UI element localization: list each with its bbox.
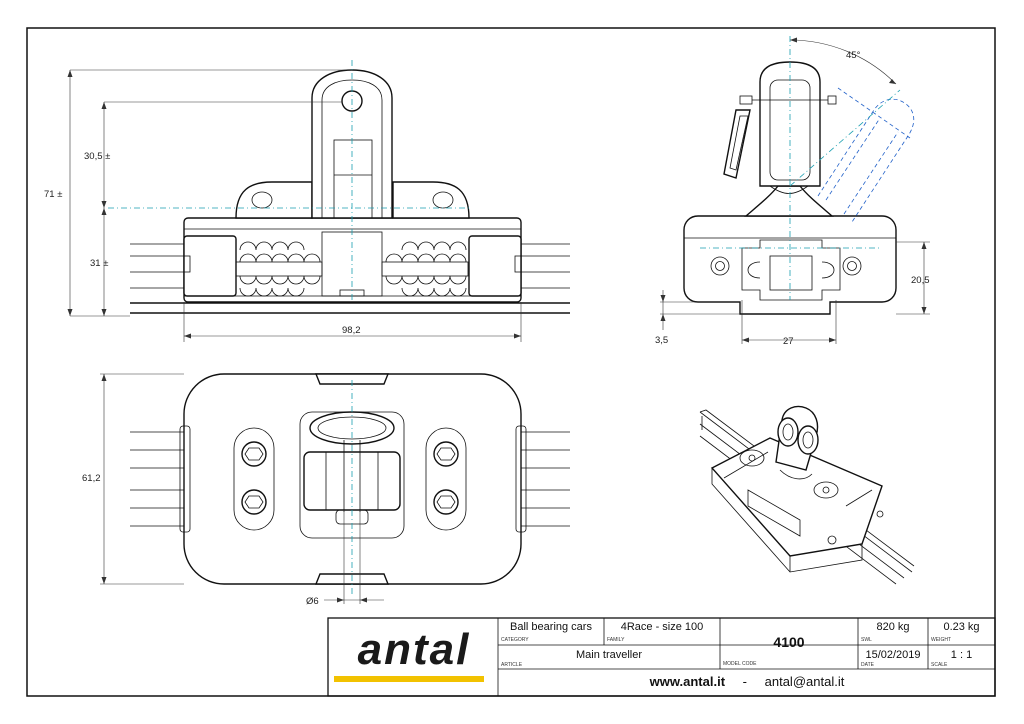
brand-underline xyxy=(334,676,484,682)
front-view xyxy=(67,60,570,342)
date-value: 15/02/2019 xyxy=(865,649,921,661)
email-link[interactable]: antal@antal.it xyxy=(764,674,845,689)
brand-logo: antal xyxy=(334,628,494,686)
side-tilted-hidden xyxy=(817,87,915,223)
front-dimensions xyxy=(67,69,522,342)
family-value: 4Race - size 100 xyxy=(620,621,704,633)
article-label: ARTICLE xyxy=(501,662,523,668)
scale-value: 1 : 1 xyxy=(950,649,973,661)
dim-height-total: 71 ± xyxy=(44,189,62,200)
category-label: CATEGORY xyxy=(501,637,529,643)
dim-height-pin: 30,5 ± xyxy=(84,151,110,162)
brand-wordmark: antal xyxy=(357,625,471,674)
contact-row: www.antal.it - antal@antal.it xyxy=(500,674,994,689)
dim-track-width: 27 xyxy=(783,336,794,347)
scale-label: SCALE xyxy=(931,662,948,668)
article-value: Main traveller xyxy=(575,649,643,661)
top-view xyxy=(100,373,570,604)
swl-label: SWL xyxy=(861,637,872,643)
sheet-border xyxy=(26,27,996,697)
top-screw-slot-right xyxy=(425,427,467,531)
dim-side-height: 20,5 xyxy=(911,275,930,286)
dim-width: 61,2 xyxy=(82,473,101,484)
front-ball-race-right xyxy=(381,241,469,297)
dim-height-car: 31 ± xyxy=(90,258,108,269)
dim-length: 98,2 xyxy=(342,325,361,336)
top-screw-slot-left xyxy=(233,427,275,531)
category-value: Ball bearing cars xyxy=(510,621,592,633)
dim-side-offset: 3,5 xyxy=(655,335,668,346)
isometric-view xyxy=(699,405,915,585)
front-ball-race-left xyxy=(235,241,323,297)
swl-value: 820 kg xyxy=(876,621,910,633)
title-block-grid xyxy=(327,617,996,697)
model-code-label: MODEL CODE xyxy=(723,661,757,667)
date-label: DATE xyxy=(861,662,874,668)
model-code-value: 4100 xyxy=(773,634,805,650)
weight-value: 0.23 kg xyxy=(943,621,980,633)
dim-angle: 45° xyxy=(846,50,861,61)
family-label: FAMILY xyxy=(607,637,625,643)
website-link[interactable]: www.antal.it xyxy=(649,674,726,689)
dim-pin-diameter: Ø6 xyxy=(306,596,319,607)
contact-separator: - xyxy=(742,674,747,689)
side-view xyxy=(660,36,930,344)
weight-label: WEIGHT xyxy=(931,637,951,643)
